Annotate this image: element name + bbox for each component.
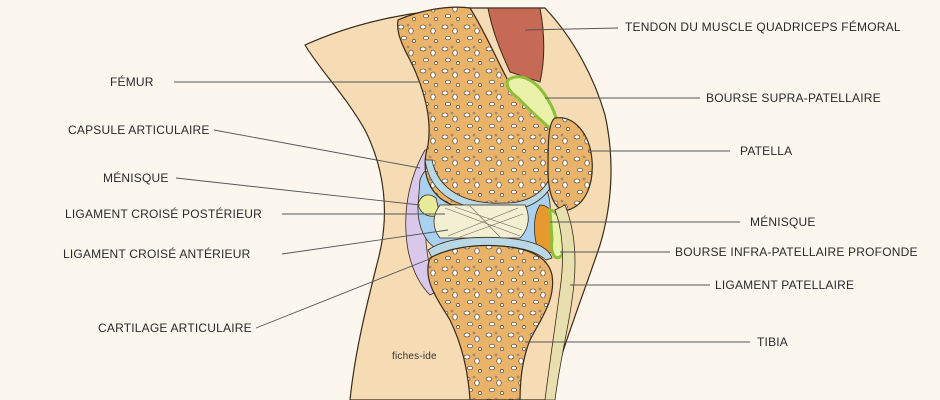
label-quadriceps-tendon: TENDON DU MUSCLE QUADRICEPS FÉMORAL <box>625 20 901 34</box>
patella-bone <box>547 117 593 211</box>
meniscus-posterior <box>417 194 441 217</box>
leader-lines <box>174 27 750 343</box>
label-patellar-ligament: LIGAMENT PATELLAIRE <box>715 278 855 292</box>
label-joint-capsule: CAPSULE ARTICULAIRE <box>68 123 210 137</box>
label-meniscus-right: MÉNISQUE <box>750 215 816 229</box>
label-suprapatellar-bursa: BOURSE SUPRA-PATELLAIRE <box>706 91 881 105</box>
quadriceps-tendon <box>487 7 545 83</box>
label-pcl: LIGAMENT CROISÉ POSTÉRIEUR <box>65 207 263 221</box>
ligament-fibers <box>444 205 524 238</box>
label-tibia: TIBIA <box>757 335 789 349</box>
patellar-ligament-band <box>544 204 576 400</box>
leader-joint-capsule <box>213 129 421 169</box>
label-femur: FÉMUR <box>110 75 154 89</box>
tibia-bone <box>427 244 554 400</box>
label-meniscus-left: MÉNISQUE <box>103 171 169 185</box>
leader-articular-cartilage <box>255 257 433 329</box>
label-infrapatellar-bursa: BOURSE INFRA-PATELLAIRE PROFONDE <box>675 245 918 259</box>
leader-quadriceps-tendon <box>524 27 619 31</box>
credit-watermark: fiches-ide <box>392 351 437 362</box>
label-articular-cartilage: CARTILAGE ARTICULAIRE <box>98 321 252 335</box>
label-acl: LIGAMENT CROISÉ ANTÉRIEUR <box>63 247 251 261</box>
leader-acl <box>281 229 449 255</box>
leader-meniscus-left <box>175 177 421 206</box>
label-patella: PATELLA <box>740 144 793 158</box>
